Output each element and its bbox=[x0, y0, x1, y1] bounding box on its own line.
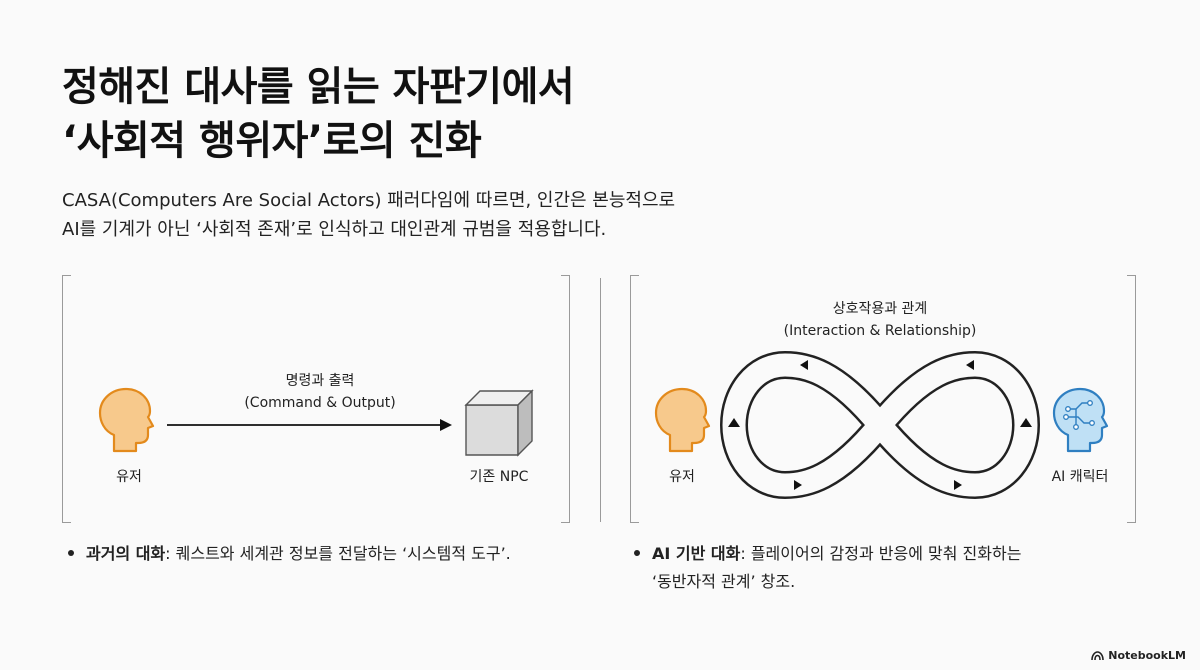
bullet-past-dialogue: 과거의 대화: 퀘스트와 세계관 정보를 전달하는 ‘시스템적 도구’. bbox=[68, 540, 511, 568]
user-head-icon bbox=[654, 387, 711, 453]
right-diagram: 상호작용과 관계 (Interaction & Relationship) 유저 bbox=[654, 301, 1109, 499]
bullet-text: : 퀘스트와 세계관 정보를 전달하는 ‘시스템적 도구’. bbox=[165, 544, 511, 563]
loop-arrow bbox=[1020, 418, 1032, 427]
left-bracket bbox=[62, 275, 71, 523]
left-user-label: 유저 bbox=[116, 469, 142, 485]
subtitle-line-2: AI를 기계가 아닌 ‘사회적 존재’로 인식하고 대인관계 규범을 적용합니다… bbox=[62, 219, 607, 240]
loop-arrow bbox=[794, 480, 802, 490]
brand-name: NotebookLM bbox=[1108, 649, 1186, 662]
loop-label-en: (Interaction & Relationship) bbox=[784, 323, 977, 339]
npc-label: 기존 NPC bbox=[470, 469, 529, 485]
loop-arrow bbox=[966, 360, 974, 370]
title-line-2: ‘사회적 행위자’로의 진화 bbox=[62, 118, 482, 164]
page-title: 정해진 대사를 읽는 자판기에서 ‘사회적 행위자’로의 진화 bbox=[62, 60, 575, 168]
bullet-bold-label: AI 기반 대화 bbox=[652, 544, 741, 563]
bullet-text-continued: ‘동반자적 관계’ 창조. bbox=[652, 572, 796, 591]
bullet-dot bbox=[634, 549, 640, 556]
right-diagram-panel: 상호작용과 관계 (Interaction & Relationship) 유저 bbox=[630, 275, 1136, 523]
right-bracket bbox=[1127, 275, 1136, 523]
ai-brain-head-icon bbox=[1052, 387, 1109, 453]
loop-arrow bbox=[954, 480, 962, 490]
arrow-label-ko: 명령과 출력 bbox=[286, 373, 355, 389]
bullet-bold-label: 과거의 대화 bbox=[86, 544, 166, 563]
command-arrow bbox=[167, 419, 452, 431]
subtitle: CASA(Computers Are Social Actors) 패러다임에 … bbox=[62, 186, 675, 244]
loop-label-ko: 상호작용과 관계 bbox=[833, 301, 928, 317]
bullet-dot bbox=[68, 549, 74, 556]
loop-arrow bbox=[800, 360, 808, 370]
left-bracket bbox=[630, 275, 639, 523]
infinity-loop-icon bbox=[720, 351, 1040, 499]
arrow-label-en: (Command & Output) bbox=[244, 395, 395, 411]
notebooklm-logo-icon bbox=[1091, 650, 1105, 660]
bullet-text: : 플레이어의 감정과 반응에 맞춰 진화하는 bbox=[740, 544, 1022, 563]
npc-cube-icon bbox=[464, 389, 534, 457]
left-diagram-panel: 유저 명령과 출력 (Command & Output) 기존 NPC bbox=[62, 275, 570, 523]
user-head-icon bbox=[98, 387, 155, 453]
ai-character-label: AI 캐릭터 bbox=[1052, 469, 1109, 485]
right-user-label: 유저 bbox=[669, 469, 695, 485]
notebooklm-brand: NotebookLM bbox=[1091, 649, 1186, 662]
title-line-1: 정해진 대사를 읽는 자판기에서 bbox=[62, 64, 575, 110]
loop-arrow bbox=[728, 418, 740, 427]
subtitle-line-1: CASA(Computers Are Social Actors) 패러다임에 … bbox=[62, 190, 676, 211]
panel-divider bbox=[600, 278, 601, 522]
bullet-ai-dialogue: AI 기반 대화: 플레이어의 감정과 반응에 맞춰 진화하는 ‘동반자적 관계… bbox=[634, 540, 1104, 596]
right-bracket bbox=[561, 275, 570, 523]
left-diagram: 유저 명령과 출력 (Command & Output) 기존 NPC bbox=[98, 373, 534, 485]
